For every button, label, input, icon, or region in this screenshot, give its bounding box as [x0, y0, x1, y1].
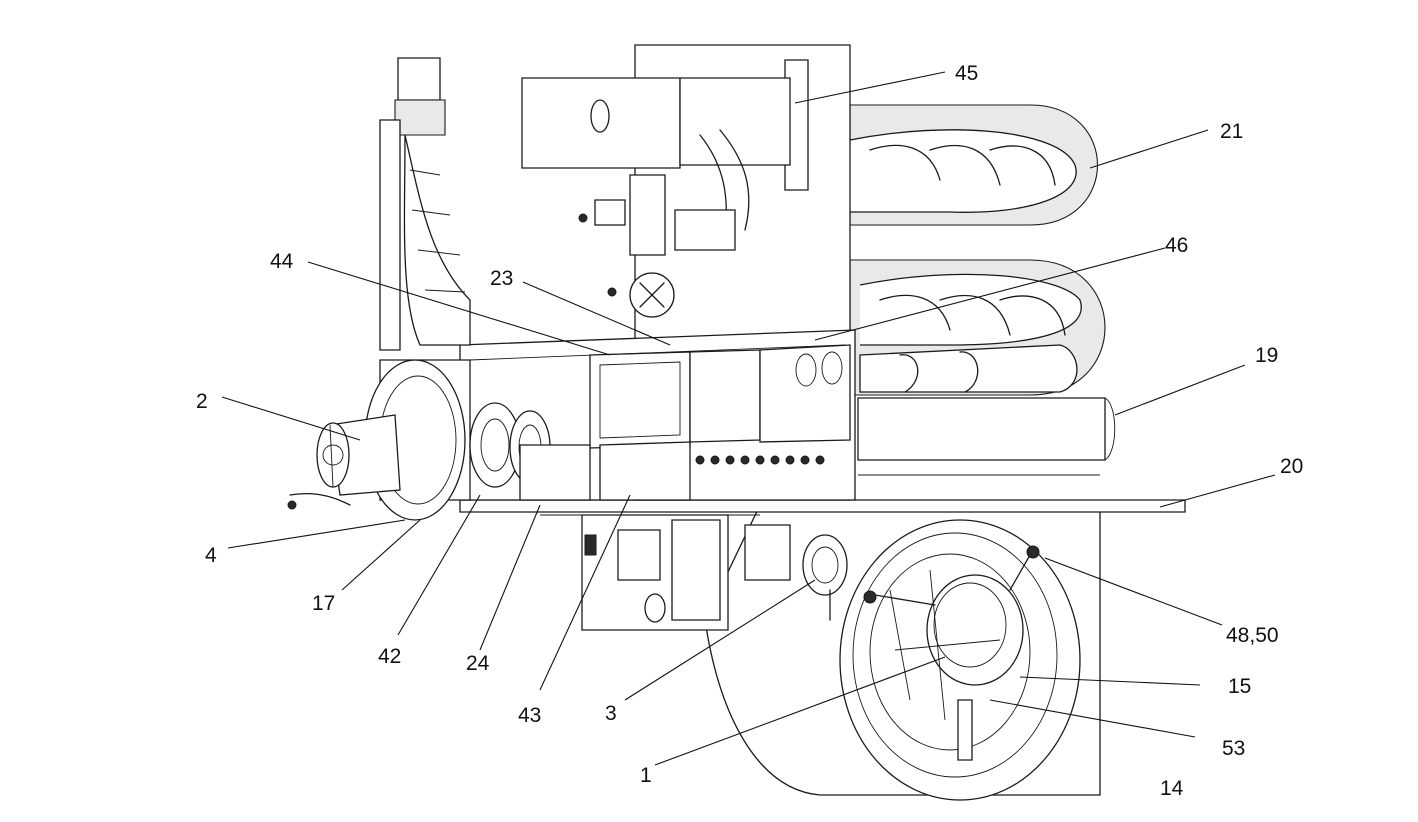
callout-labels: 45 21 46 44 23 19 2 20 4 17 42 24 43 3 4…: [196, 62, 1303, 800]
heat-exchanger-tubes: [849, 104, 1106, 396]
callout-24: 24: [466, 652, 490, 675]
callout-48-50: 48,50: [1226, 624, 1279, 647]
part-19-box: [857, 397, 1116, 476]
flue-pipe: [379, 57, 471, 351]
callout-42: 42: [378, 645, 401, 668]
callout-53: 53: [1222, 737, 1245, 760]
leader-lines: [221, 71, 1276, 766]
callout-45: 45: [955, 62, 978, 85]
callout-17: 17: [312, 592, 335, 615]
inducer-blower: [287, 359, 591, 521]
callout-14: 14: [1160, 777, 1184, 800]
callout-19: 19: [1255, 344, 1278, 367]
callout-4: 4: [205, 544, 217, 567]
orifice-row: [695, 455, 825, 465]
callout-44: 44: [270, 250, 294, 273]
callout-43: 43: [518, 704, 541, 727]
blower-housing: [704, 504, 1101, 801]
callout-3: 3: [605, 702, 617, 725]
callout-1: 1: [640, 764, 652, 787]
callout-2: 2: [196, 390, 208, 413]
callout-21: 21: [1220, 120, 1243, 143]
callout-23: 23: [490, 267, 513, 290]
callout-15: 15: [1228, 675, 1251, 698]
callout-46: 46: [1165, 234, 1188, 257]
callout-20: 20: [1280, 455, 1303, 478]
gas-valve: [581, 514, 848, 631]
